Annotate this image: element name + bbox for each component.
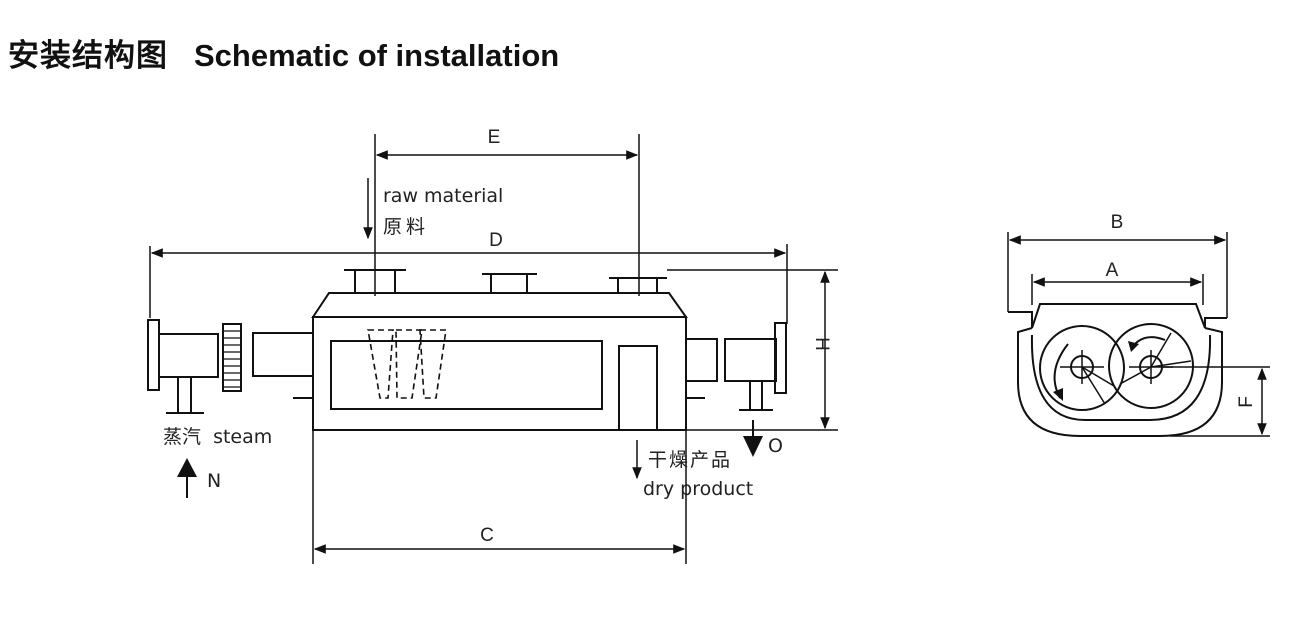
dimension-h: H	[667, 269, 838, 431]
page-title: 安装结构图 Schematic of installation	[8, 30, 559, 75]
dimension-f: F	[1163, 366, 1270, 437]
title-chinese: 安装结构图	[8, 38, 168, 73]
outlet-o-label: O	[768, 435, 783, 457]
dimension-d: D	[149, 230, 788, 324]
dim-label-a: A	[1106, 260, 1119, 281]
paddle-dashed	[367, 329, 447, 399]
dimension-c: C	[312, 430, 687, 564]
side-view: E D raw material 原料	[147, 127, 838, 564]
raw-material-label-cn: 原料	[383, 216, 429, 238]
dim-label-e: E	[488, 127, 501, 148]
dry-product-label-cn: 干燥产品	[648, 449, 732, 471]
right-end-assembly	[685, 322, 787, 411]
dry-product-outlet: 干燥产品 dry product	[632, 440, 753, 500]
inlet-n-label: N	[207, 470, 221, 492]
dryer-body	[293, 292, 705, 431]
title-english: Schematic of installation	[194, 38, 560, 73]
dim-label-f: F	[1236, 396, 1257, 408]
top-nozzles	[344, 269, 667, 293]
steam-inlet: 蒸汽 steam N	[163, 426, 272, 498]
raw-material-inlet: raw material 原料	[363, 178, 503, 240]
left-drive	[147, 319, 314, 414]
raw-material-label-en: raw material	[383, 185, 503, 207]
dimension-e: E	[374, 127, 640, 296]
dry-product-label-en: dry product	[643, 478, 753, 500]
dim-label-h: H	[811, 337, 832, 351]
dim-label-d: D	[489, 230, 503, 251]
dim-label-c: C	[480, 525, 494, 546]
dimension-a: A	[1031, 260, 1204, 305]
steam-label: 蒸汽 steam	[163, 426, 272, 448]
end-view: B A	[1007, 212, 1270, 437]
trough-housing	[1008, 303, 1227, 437]
dim-label-b: B	[1111, 212, 1124, 233]
outlet-o: O	[743, 420, 783, 457]
dimension-b: B	[1007, 212, 1228, 318]
